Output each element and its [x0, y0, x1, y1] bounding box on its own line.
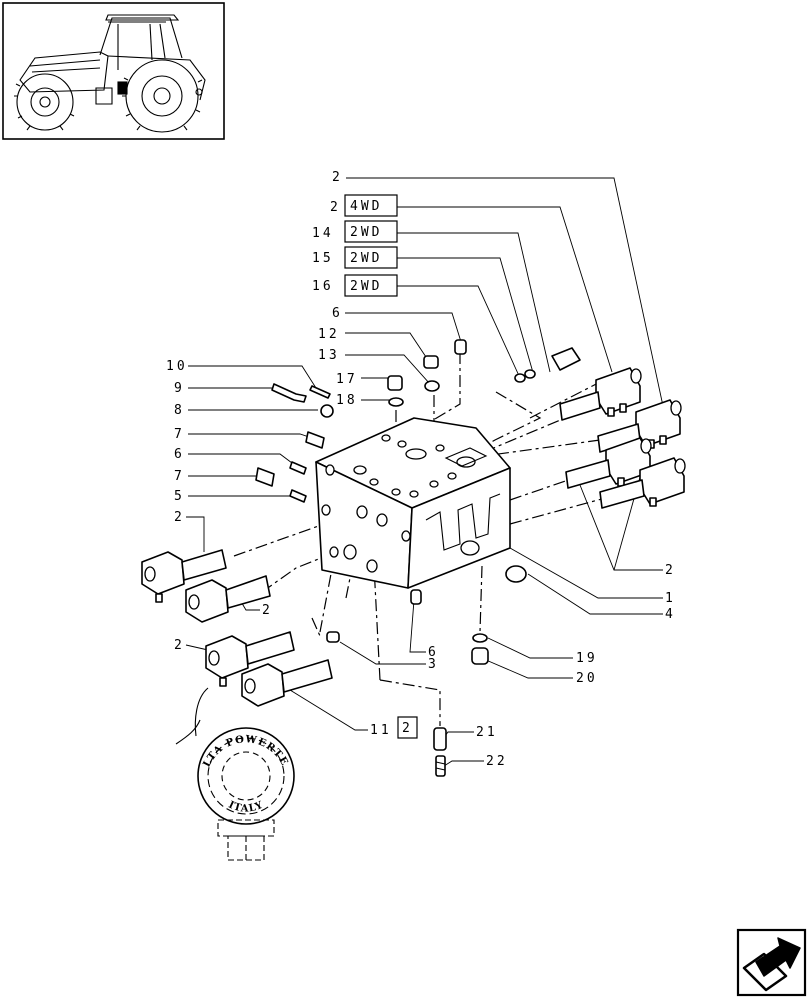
- callout-4: 4: [665, 607, 676, 622]
- callout-9: 9: [174, 381, 185, 396]
- callout-16: 16: [312, 279, 334, 294]
- solenoid-valve: [599, 457, 686, 509]
- solenoid-valve: [141, 549, 227, 603]
- callout-15: 15: [312, 251, 334, 266]
- callout-19: 19: [576, 651, 598, 666]
- stamp-text-line2: ITALY: [227, 800, 266, 815]
- solenoid-valves-right: [514, 347, 686, 509]
- callout-6-top: 6: [332, 306, 343, 321]
- tractor-thumbnail: [2, 2, 225, 140]
- variant-box-11: 2: [402, 721, 413, 736]
- callout-7-a: 7: [174, 427, 185, 442]
- variant-2wd-16: 2WD: [350, 279, 382, 294]
- next-page-arrow-icon: [742, 937, 801, 992]
- solenoid-valve: [205, 631, 295, 687]
- solenoid-valves-left: [141, 549, 333, 707]
- callout-18: 18: [336, 393, 358, 408]
- callout-7-b: 7: [174, 469, 185, 484]
- variant-boxes: 4WD 2WD 2WD 2WD 2: [344, 194, 418, 739]
- next-page-button[interactable]: [736, 928, 807, 997]
- variant-4wd: 4WD: [350, 199, 382, 214]
- callout-2-mid: 2: [262, 603, 273, 618]
- callout-2-4wd: 2: [330, 200, 341, 215]
- callout-5: 5: [174, 489, 185, 504]
- valve-block: [315, 417, 511, 589]
- callout-22: 22: [486, 754, 508, 769]
- solenoid-valve: [565, 437, 652, 489]
- callout-12: 12: [318, 327, 340, 342]
- callout-2-low: 2: [174, 638, 185, 653]
- callout-1: 1: [665, 591, 676, 606]
- callout-2-left: 2: [174, 510, 185, 525]
- callout-17: 17: [336, 372, 358, 387]
- callout-20: 20: [576, 671, 598, 686]
- callout-11: 11: [370, 723, 392, 738]
- plug-4wd: [514, 347, 581, 383]
- callout-21: 21: [476, 725, 498, 740]
- solenoid-valve: [241, 659, 333, 707]
- callout-6-bottom: 6: [428, 645, 439, 660]
- callout-labels: 2 2 14 15 16 6 12 13 17 18 10 9 8 7 6 7 …: [166, 170, 676, 769]
- small-parts: [255, 339, 527, 777]
- callout-10: 10: [166, 359, 188, 374]
- callout-6-left: 6: [174, 447, 185, 462]
- callout-14: 14: [312, 226, 334, 241]
- variant-2wd-15: 2WD: [350, 251, 382, 266]
- variant-2wd-14: 2WD: [350, 225, 382, 240]
- leader-lines: [185, 177, 667, 767]
- callout-2-right: 2: [665, 563, 676, 578]
- solenoid-valve: [185, 575, 271, 623]
- callout-2-top: 2: [332, 170, 343, 185]
- callout-8: 8: [174, 403, 185, 418]
- callout-13: 13: [318, 348, 340, 363]
- solenoid-valve: [559, 367, 642, 421]
- callout-3: 3: [428, 657, 439, 672]
- tractor-icon: [14, 14, 206, 133]
